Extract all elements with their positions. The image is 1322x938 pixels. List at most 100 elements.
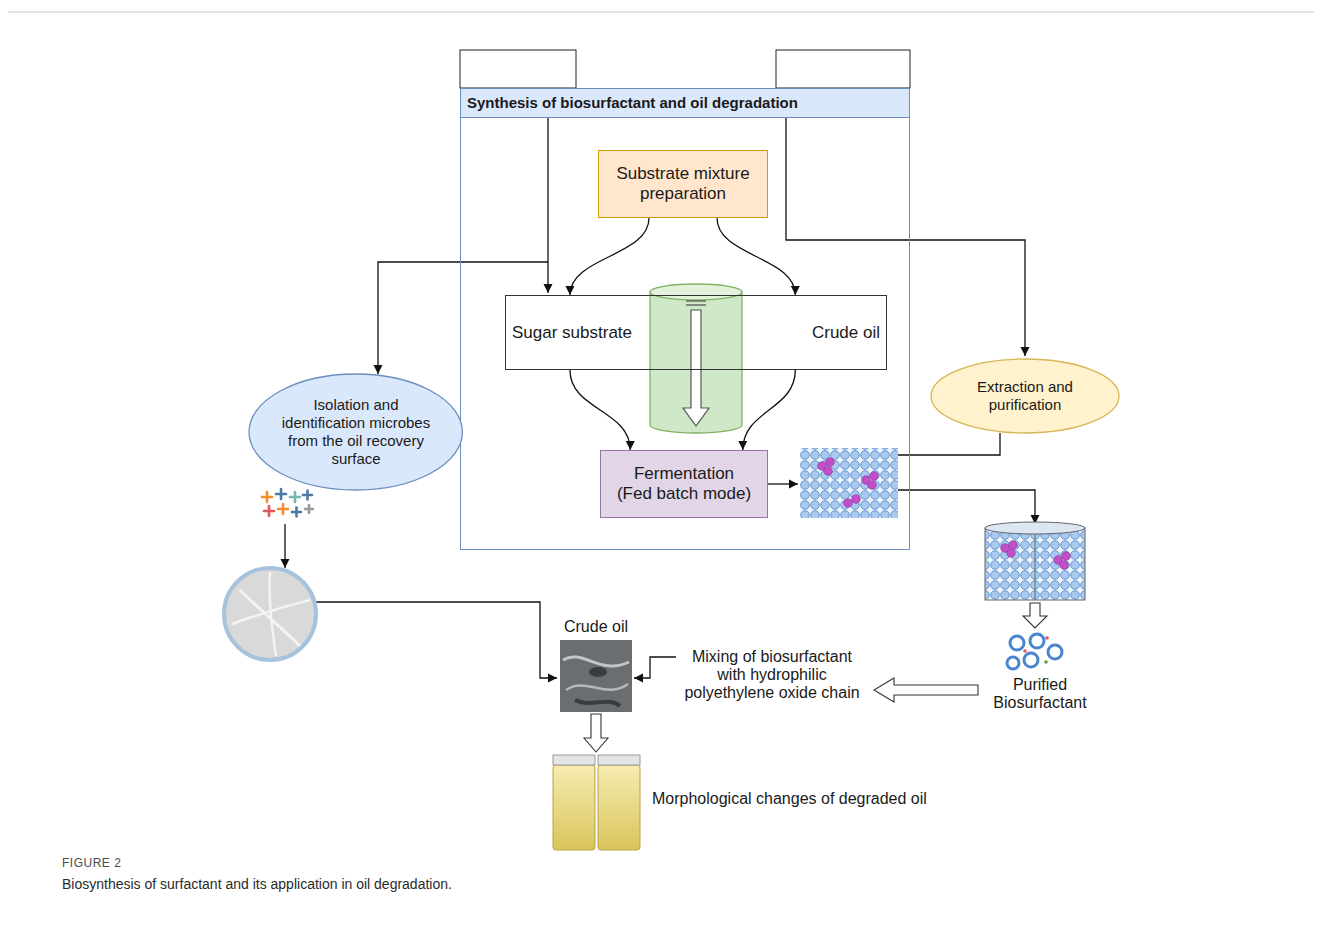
- bioreactor-cylinder: [686, 304, 706, 305]
- node-label: Isolation and identification microbes fr…: [277, 396, 435, 468]
- node-label: Substrate mixture preparation: [604, 164, 762, 204]
- purified-biosurfactant-image: [1044, 660, 1048, 664]
- flow-line: [284, 524, 285, 568]
- micelle-image: [868, 481, 877, 490]
- microbe-plus-signs: [290, 492, 300, 502]
- empty-box: [460, 50, 910, 88]
- process-ellipse: Extraction and purification: [930, 358, 1120, 434]
- purified-biosurfactant-image: [1010, 636, 1024, 650]
- flow-arrow: [717, 218, 795, 295]
- petri-dish: [269, 572, 276, 656]
- empty-box: [460, 50, 576, 88]
- bioreactor-cylinder: [650, 284, 742, 300]
- degraded-oil-jars: [598, 765, 640, 850]
- flow-line: [768, 483, 798, 484]
- biosurfactant-container: [1062, 552, 1071, 561]
- ellipse-text-block: Isolation and identification microbes fr…: [277, 396, 435, 468]
- node-label: Extraction and purification: [960, 378, 1090, 414]
- flow-line: [315, 602, 557, 678]
- image-label: Purified Biosurfactant: [985, 676, 1095, 712]
- node-label: Crude oil: [812, 323, 880, 343]
- crude-oil-image: [560, 640, 632, 712]
- micelle-image: [870, 472, 879, 481]
- biosurfactant-container: [1060, 561, 1069, 570]
- ellipse-text-block: Extraction and purification: [960, 378, 1090, 414]
- microbe-plus-signs: [276, 489, 286, 499]
- bioreactor-cylinder: [650, 284, 742, 433]
- group-header: Synthesis of biosurfactant and oil degra…: [461, 89, 909, 118]
- flow-line: [378, 262, 548, 374]
- flow-arrow: [570, 218, 649, 295]
- crude-oil-image: [563, 657, 629, 666]
- result-label: Morphological changes of degraded oil: [652, 790, 972, 808]
- microbe-plus-signs: [278, 504, 288, 514]
- microbe-plus-signs: [292, 508, 301, 517]
- process-box: Substrate mixture preparation: [598, 150, 768, 218]
- microbe-plus-signs: [305, 505, 313, 513]
- petri-dish: [224, 568, 316, 660]
- crude-oil-image: [560, 640, 632, 712]
- micelle-image: [800, 448, 898, 518]
- empty-box: [776, 50, 910, 88]
- microbe-plus-signs: [303, 491, 312, 500]
- purified-biosurfactant-image: [1007, 657, 1019, 669]
- microbe-plus-signs: [262, 489, 313, 517]
- petri-dish: [224, 568, 316, 660]
- crude-oil-image: [566, 684, 628, 690]
- step-note: Mixing of biosurfactant with hydrophilic…: [680, 648, 864, 702]
- degraded-oil-jars: [598, 755, 640, 765]
- degraded-oil-jars: [553, 755, 640, 850]
- purified-biosurfactant-image: [1005, 632, 1065, 672]
- bioreactor-cylinder: [650, 292, 742, 433]
- ellipse-outline: [249, 374, 462, 490]
- micelle-image: [826, 458, 835, 467]
- biosurfactant-container: [985, 522, 1085, 628]
- purified-biosurfactant-image: [1048, 645, 1062, 659]
- box-text-block: Substrate mixture preparation: [604, 164, 762, 204]
- petri-dish: [232, 600, 310, 624]
- degraded-oil-jars: [553, 765, 595, 850]
- purified-biosurfactant-image: [1030, 634, 1044, 648]
- flow-line: [786, 88, 1025, 356]
- biosurfactant-container: [1035, 528, 1036, 600]
- bioreactor-cylinder: [686, 300, 706, 301]
- biosurfactant-container: [985, 522, 1085, 534]
- flow-line: [898, 490, 1035, 524]
- box-text-block: Fermentation (Fed batch mode): [616, 464, 753, 504]
- hollow-arrow: [874, 678, 978, 702]
- micelle-image: [818, 458, 879, 508]
- biosurfactant-container: [1009, 541, 1018, 550]
- input-box: Sugar substrateCrude oil: [505, 295, 887, 370]
- purified-biosurfactant-image: [1045, 636, 1049, 640]
- micelle-image: [800, 448, 898, 518]
- process-group: Synthesis of biosurfactant and oil degra…: [460, 88, 910, 550]
- microbe-plus-signs: [264, 506, 274, 516]
- process-box: Fermentation (Fed batch mode): [600, 450, 768, 518]
- node-label: Fermentation (Fed batch mode): [616, 464, 753, 504]
- figure-caption: Biosynthesis of surfactant and its appli…: [62, 876, 452, 892]
- flow-arrow: [570, 370, 630, 450]
- biosurfactant-container: [985, 528, 1085, 600]
- micelle-image: [852, 495, 861, 504]
- group-title: Synthesis of biosurfactant and oil degra…: [467, 94, 903, 112]
- biosurfactant-container: [1001, 541, 1071, 570]
- biosurfactant-container: [1007, 549, 1016, 558]
- microbe-plus-signs: [262, 492, 272, 502]
- figure-number: FIGURE 2: [62, 856, 121, 870]
- micelle-image: [824, 467, 833, 476]
- top-rule: [8, 12, 1314, 13]
- biosurfactant-container: [1023, 603, 1047, 628]
- purified-biosurfactant-image: [1023, 649, 1027, 653]
- hollow-arrow: [584, 714, 608, 752]
- degraded-oil-jars: [553, 755, 595, 765]
- ellipse-outline: [931, 359, 1119, 433]
- bioreactor-cylinder: [683, 310, 709, 426]
- purified-biosurfactant-image: [1024, 653, 1038, 667]
- crude-oil-image: [589, 667, 607, 677]
- flow-arrow: [743, 370, 796, 450]
- process-ellipse: Isolation and identification microbes fr…: [248, 373, 463, 491]
- purified-biosurfactant-image: [1005, 632, 1065, 672]
- flow-line: [634, 657, 676, 678]
- micelle-image: [844, 499, 853, 508]
